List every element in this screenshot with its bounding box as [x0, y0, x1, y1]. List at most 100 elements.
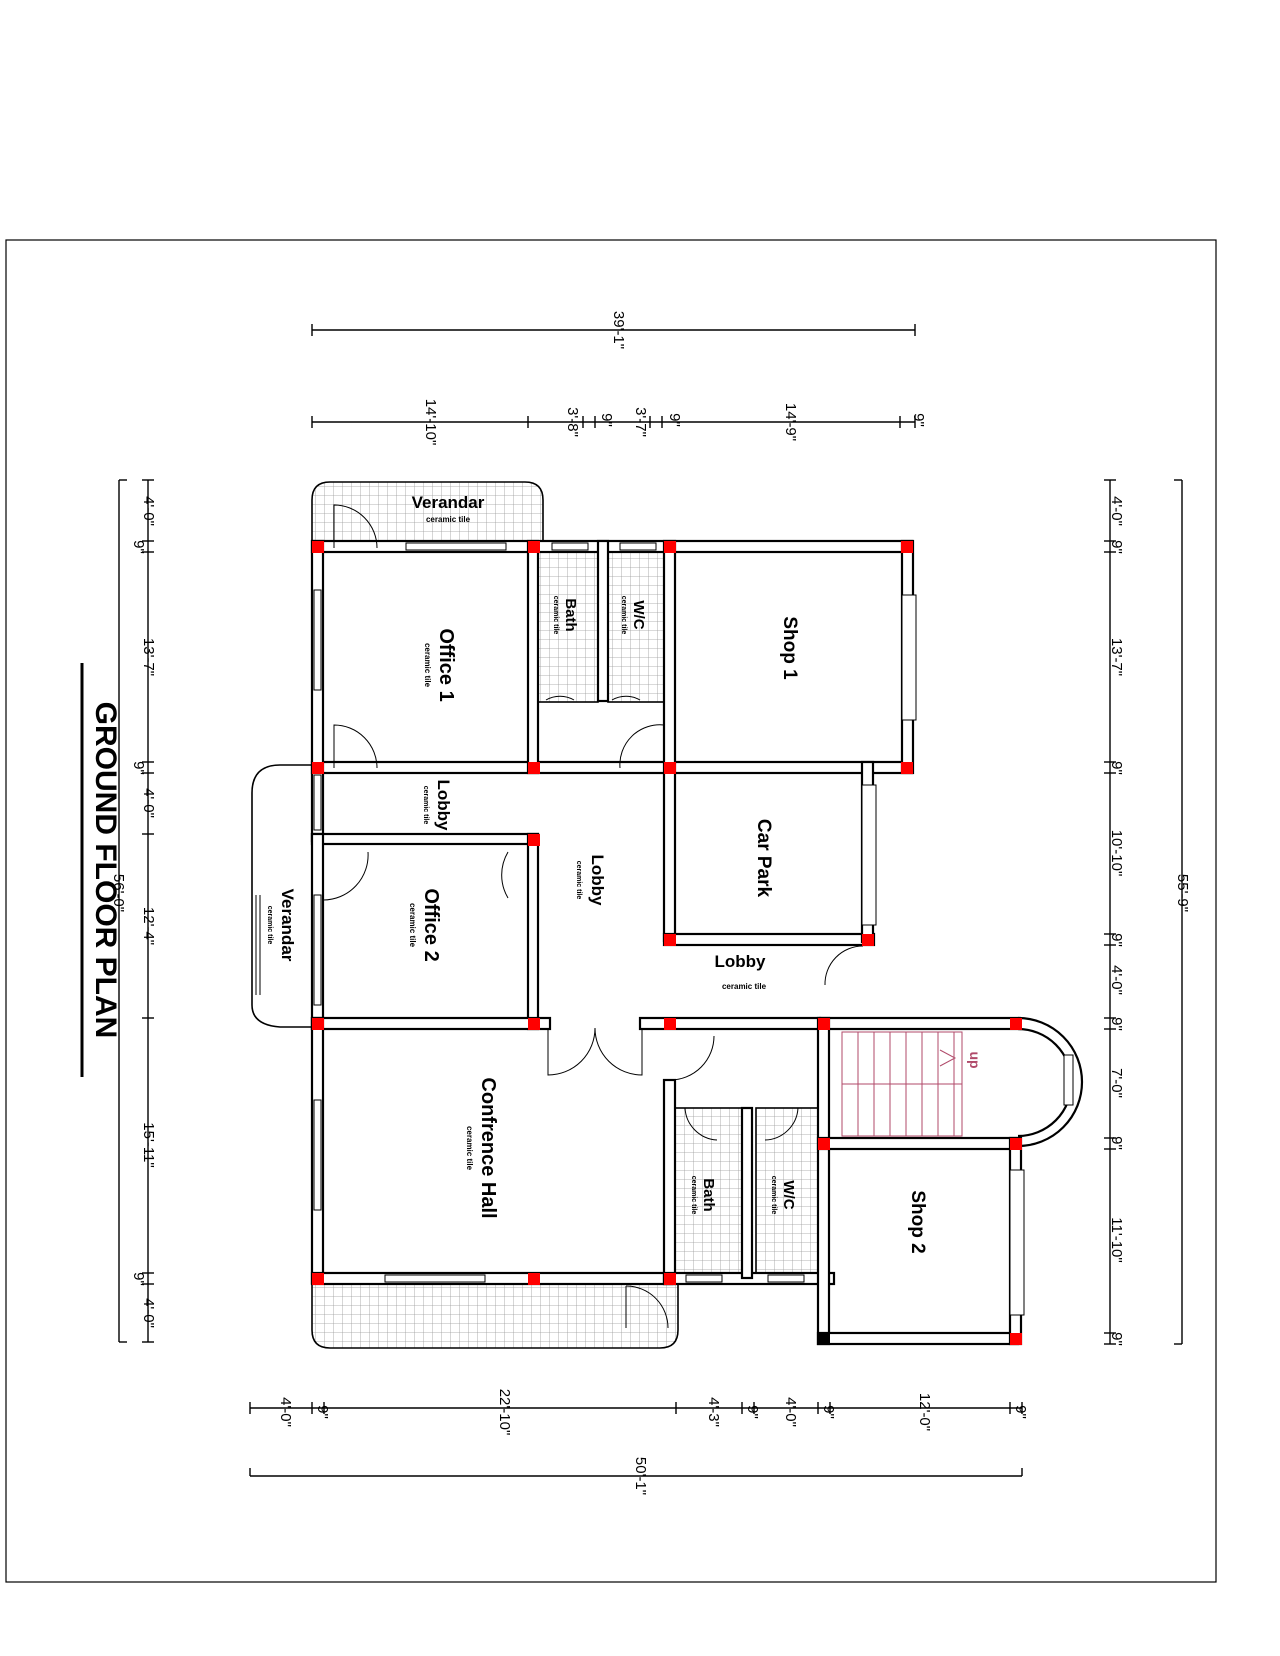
dim-bottom-segment: 4'-0" — [277, 1397, 294, 1427]
window — [384, 1274, 486, 1283]
dim-bottom-segment: 4'-0" — [782, 1397, 799, 1427]
window — [1009, 1169, 1025, 1316]
dimension-lines — [118, 324, 1183, 1477]
svg-text:Verandar: Verandar — [278, 889, 297, 962]
dim-top-segment: 3'-8" — [564, 407, 581, 437]
svg-text:up: up — [967, 1051, 983, 1068]
wall — [662, 539, 677, 943]
dim-top-segment: 14'-10" — [422, 399, 439, 446]
dim-right-segment: 10'-10" — [1108, 830, 1125, 877]
svg-text:Lobby: Lobby — [588, 855, 607, 907]
room-label-conference-hall: Confrence Hall ceramic tile — [465, 1077, 499, 1218]
window — [313, 1099, 322, 1211]
window — [861, 784, 877, 926]
dim-bottom-segment: 22'-10" — [496, 1389, 513, 1436]
dim-top-overall: 39'-1" — [610, 311, 627, 349]
dim-left-segment: 9" — [130, 540, 147, 554]
svg-text:W/C: W/C — [780, 1180, 797, 1209]
dim-left-segment: 13'-7" — [140, 638, 157, 676]
dim-left-segment: 4'-0" — [140, 788, 157, 818]
wall — [662, 1078, 677, 1286]
dim-left-segment: 4'-0" — [140, 1298, 157, 1328]
room-label-wc-top: W/C ceramic tile — [620, 596, 647, 635]
window — [313, 774, 322, 831]
window — [685, 1274, 723, 1283]
wall — [816, 1136, 1020, 1151]
wall — [816, 1331, 1020, 1346]
room-label-office-2: Office 2 ceramic tile — [408, 888, 442, 961]
wall — [310, 1271, 674, 1286]
room-label-shop-2: Shop 2 — [907, 1190, 928, 1253]
dim-right-segment: 9" — [1108, 761, 1125, 775]
dim-bottom-segment: 9" — [744, 1405, 761, 1419]
room-label-lobby-right: Lobby ceramic tile — [715, 952, 767, 991]
svg-text:Car Park: Car Park — [753, 819, 774, 898]
svg-text:ceramic tile: ceramic tile — [722, 982, 767, 991]
dim-left-segment: 15'-11" — [140, 1122, 157, 1167]
svg-text:ceramic tile: ceramic tile — [575, 861, 582, 900]
svg-text:Shop 1: Shop 1 — [779, 616, 800, 680]
room-label-lobby-center: Lobby ceramic tile — [575, 855, 607, 907]
svg-text:Bath: Bath — [562, 598, 579, 631]
dim-bottom-segment: 4'-3" — [705, 1397, 722, 1427]
sheet-border — [5, 239, 1217, 1583]
svg-text:Lobby: Lobby — [715, 952, 767, 971]
window — [767, 1274, 805, 1283]
dim-top-segment: 9" — [666, 413, 683, 427]
wall — [816, 1016, 831, 1346]
door-swings — [322, 504, 864, 1329]
plan-title: GROUND FLOOR PLAN — [80, 663, 122, 1077]
dim-top-segment: 9" — [598, 413, 615, 427]
dim-bottom-segment: 9" — [314, 1405, 331, 1419]
dim-right-segment: 4'-0" — [1108, 496, 1125, 526]
svg-text:Shop 2: Shop 2 — [907, 1190, 928, 1253]
room-label-wc-bottom: W/C ceramic tile — [770, 1176, 797, 1215]
window — [405, 542, 507, 551]
wall — [818, 1016, 1022, 1031]
wall — [526, 832, 540, 1031]
verandar-bottom-floor — [311, 1276, 679, 1349]
dim-bottom-segment: 9" — [1012, 1405, 1029, 1419]
dim-top-segment: 9" — [910, 413, 927, 427]
staircase — [841, 1031, 963, 1137]
svg-text:ceramic tile: ceramic tile — [770, 1176, 777, 1215]
dim-right-segment: 9" — [1108, 1332, 1125, 1346]
room-label-verandar-top: Verandar ceramic tile — [412, 493, 485, 524]
dim-right-segment: 13'-7" — [1108, 638, 1125, 676]
svg-text:Confrence Hall: Confrence Hall — [477, 1077, 499, 1218]
plan-title-text: GROUND FLOOR PLAN — [89, 702, 122, 1039]
dim-left-segment: 9" — [130, 761, 147, 775]
stair-up-label: up — [967, 1051, 983, 1068]
svg-text:Bath: Bath — [700, 1178, 717, 1211]
dim-bottom-overall: 50'-1" — [632, 1457, 649, 1495]
window — [313, 589, 322, 691]
svg-text:Lobby: Lobby — [434, 780, 453, 832]
svg-text:ceramic tile: ceramic tile — [690, 1176, 697, 1215]
dim-top-segment: 14'-9" — [782, 403, 799, 441]
wall — [310, 832, 540, 846]
svg-text:ceramic tile: ceramic tile — [620, 596, 627, 635]
dim-right-segment: 7'-0" — [1108, 1068, 1125, 1098]
verandar-top-floor — [311, 481, 544, 549]
wall — [310, 1016, 552, 1031]
svg-text:Office 1: Office 1 — [435, 628, 457, 701]
wall — [310, 760, 914, 775]
svg-text:ceramic tile: ceramic tile — [426, 515, 471, 524]
wall — [662, 932, 876, 947]
window — [619, 542, 657, 551]
room-label-bath-top: Bath ceramic tile — [552, 596, 579, 635]
svg-text:W/C: W/C — [630, 600, 647, 629]
room-label-car-park: Car Park — [753, 819, 774, 898]
dim-left-overall: 56'-0" — [110, 874, 127, 912]
stair-curved-wall — [1017, 1016, 1084, 1148]
wc-bottom-floor — [755, 1107, 827, 1279]
svg-text:ceramic tile: ceramic tile — [422, 786, 429, 825]
dim-right-segment: 9" — [1108, 1017, 1125, 1031]
svg-text:Office 2: Office 2 — [420, 888, 442, 961]
svg-text:ceramic tile: ceramic tile — [408, 903, 417, 948]
wall — [526, 539, 540, 775]
dim-right-segment: 9" — [1108, 933, 1125, 947]
bath-top-floor — [537, 551, 599, 703]
dim-left-segment: 12'-4" — [140, 907, 157, 945]
